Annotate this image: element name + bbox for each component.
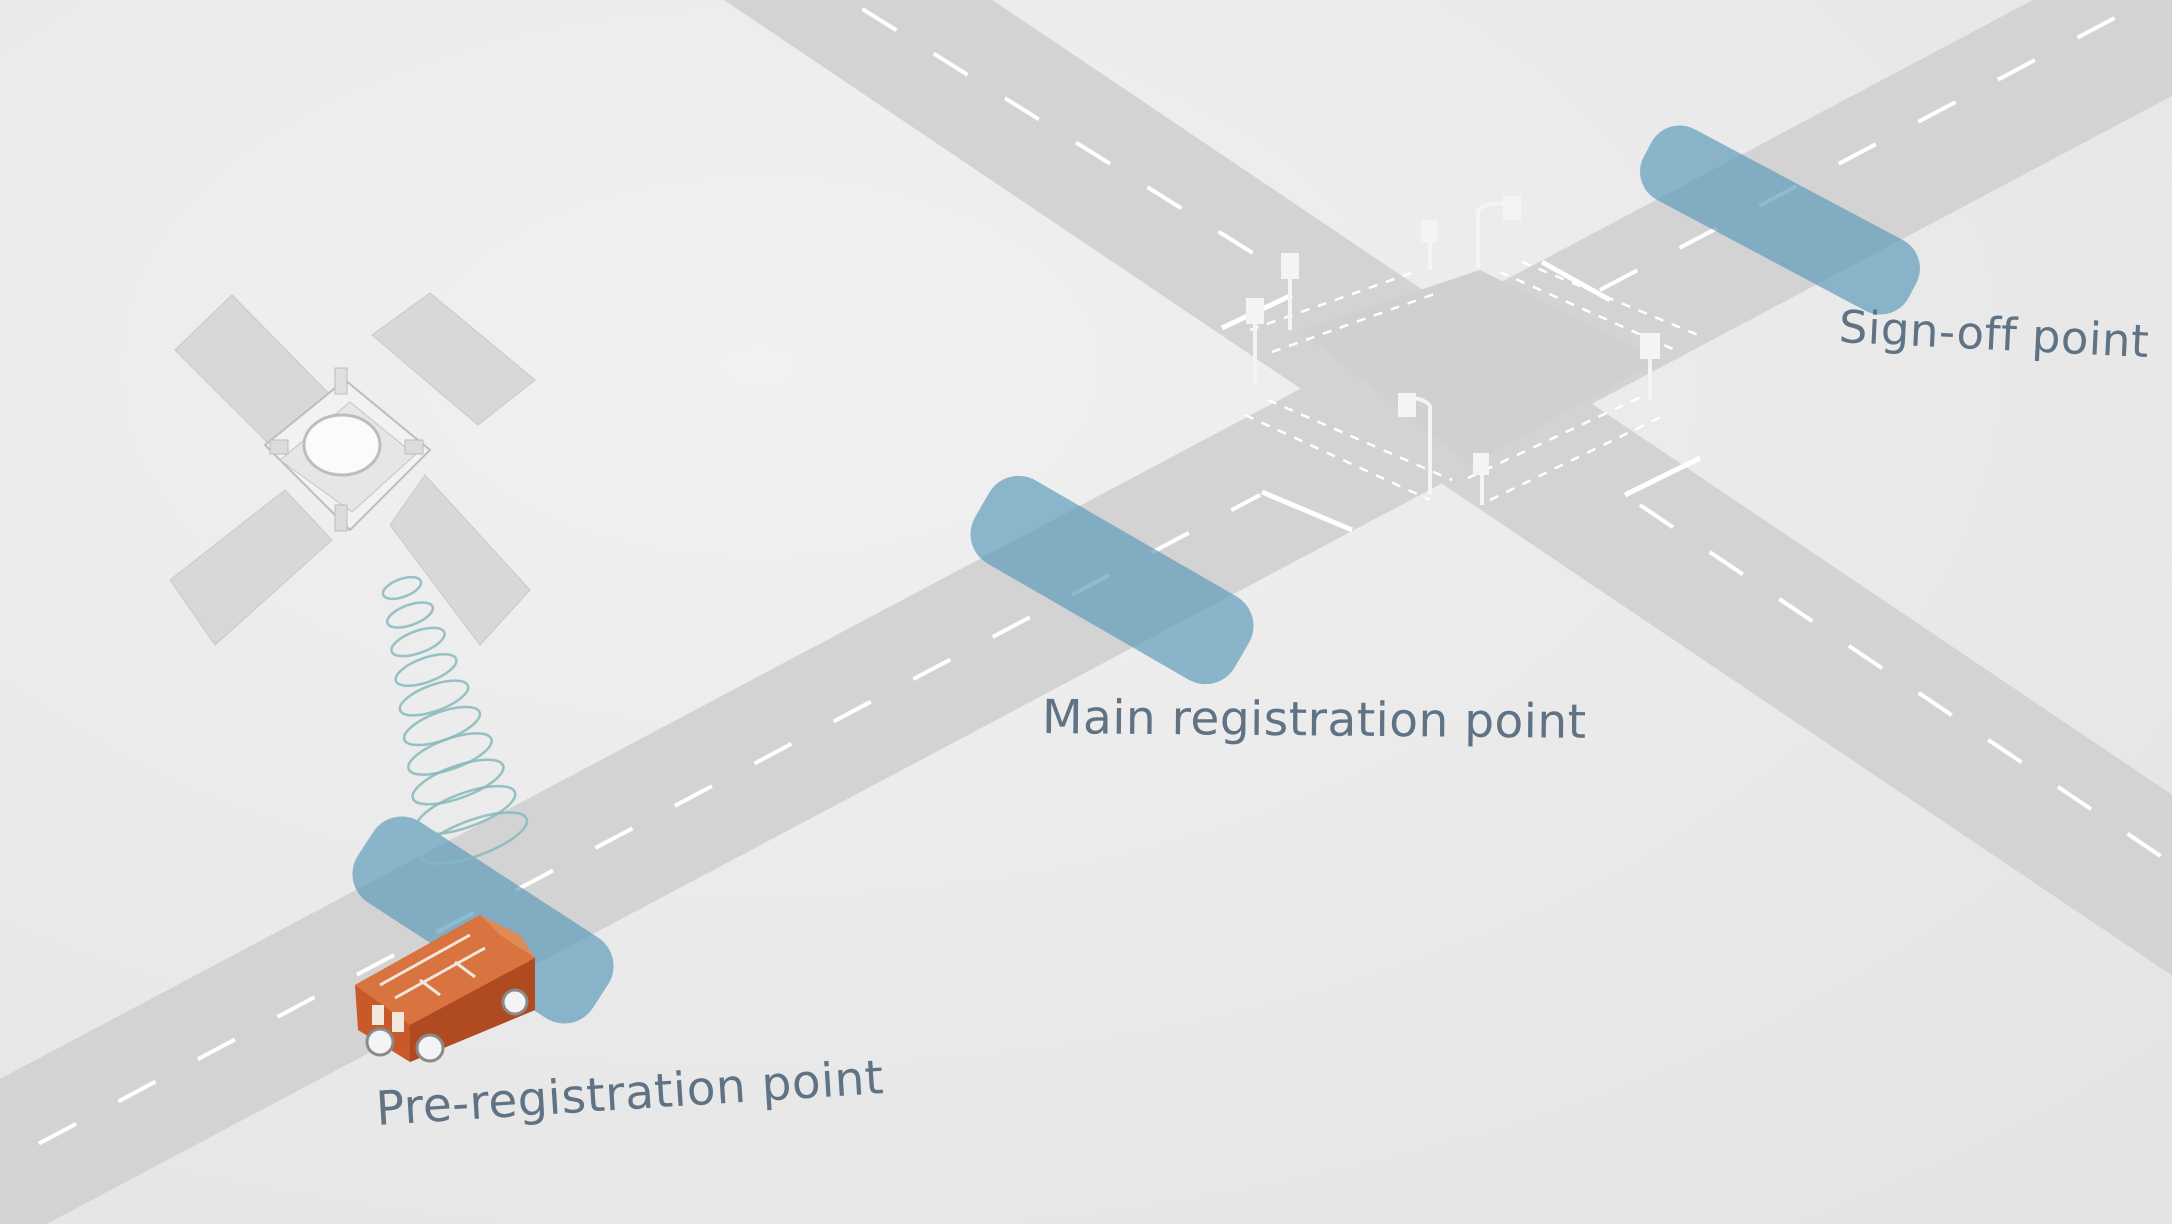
sign-off-zone bbox=[1640, 125, 1920, 315]
fire-truck-icon bbox=[355, 915, 535, 1063]
main-registration-label: Main registration point bbox=[1041, 690, 1587, 750]
stop-line-east bbox=[1623, 455, 1702, 498]
crosswalks bbox=[1244, 260, 1699, 502]
traffic-light-icon bbox=[1246, 196, 1660, 505]
stop-line-south bbox=[1261, 489, 1353, 533]
signal-waves-icon bbox=[381, 575, 529, 865]
intersection bbox=[1300, 270, 1660, 465]
stop-line-north bbox=[1540, 259, 1612, 303]
main-registration-zone bbox=[970, 475, 1254, 685]
satellite-icon bbox=[169, 292, 536, 646]
